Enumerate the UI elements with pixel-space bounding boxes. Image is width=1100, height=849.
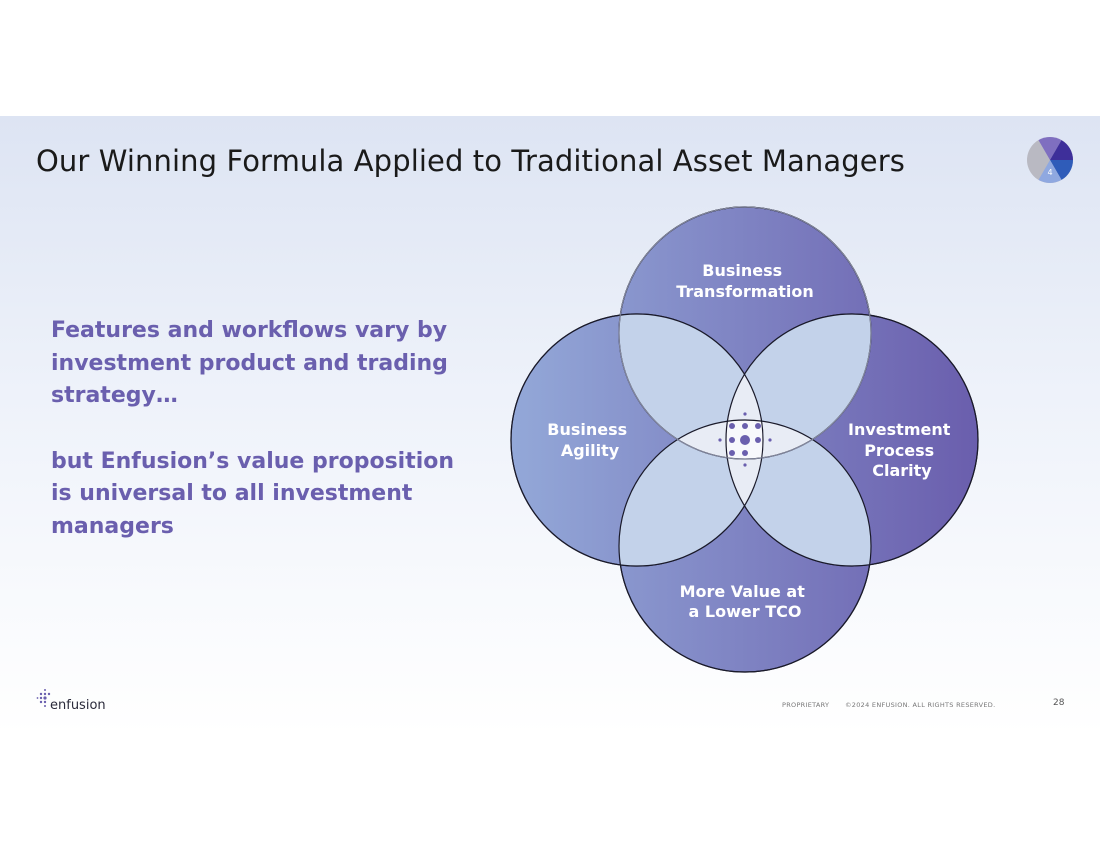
label-right: Investment Process Clarity: [848, 420, 956, 480]
label-top: Business Transformation: [676, 261, 814, 301]
enfusion-logo-icon: [36, 689, 51, 707]
page-number: 28: [1053, 698, 1065, 708]
body-text: Features and workflows vary by investmen…: [51, 315, 471, 543]
body-line-1: Features and workflows vary by investmen…: [51, 318, 448, 408]
venn-diagram: Business Transformation Business Agility…: [510, 206, 979, 673]
body-line-2: but Enfusion’s value proposition is univ…: [51, 448, 455, 539]
section-number: 4: [1047, 168, 1052, 177]
label-bottom: More Value at a Lower TCO: [680, 582, 811, 621]
footer-proprietary: PROPRIETARY: [782, 701, 830, 709]
footer-copyright: ©2024 ENFUSION. ALL RIGHTS RESERVED.: [845, 701, 996, 709]
section-badge-icon: 4: [1027, 137, 1073, 183]
center-dots-icon: [718, 412, 772, 467]
slide: Our Winning Formula Applied to Tradition…: [0, 116, 1100, 735]
slide-title: Our Winning Formula Applied to Tradition…: [36, 144, 905, 178]
label-left: Business Agility: [547, 420, 632, 460]
logo-text: enfusion: [50, 698, 106, 713]
